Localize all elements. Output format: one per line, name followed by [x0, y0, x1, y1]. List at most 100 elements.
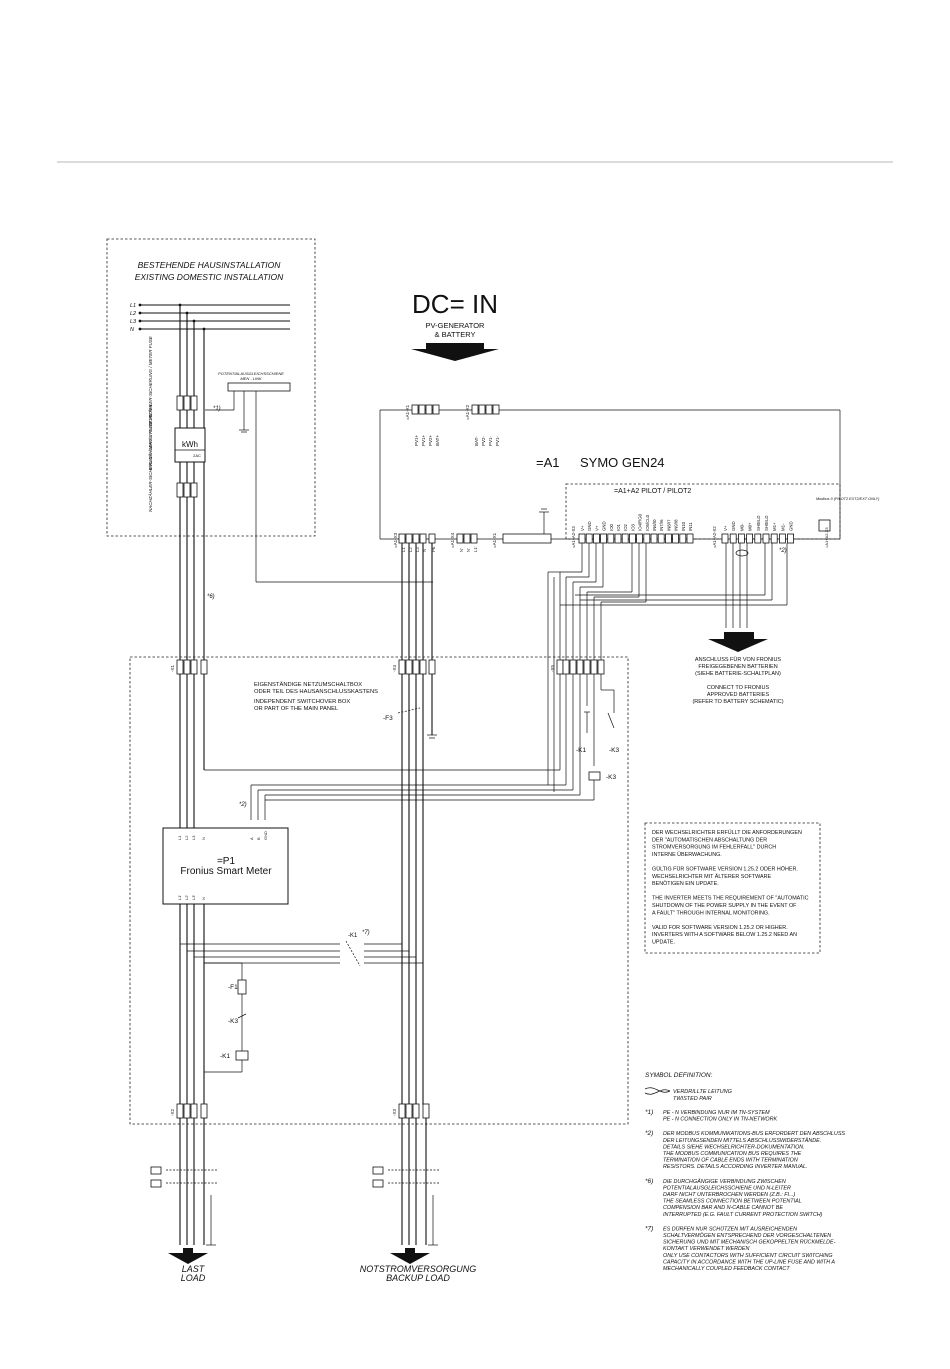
phase-label-l2: L2 — [130, 311, 136, 317]
meter-top-pin: L1 — [177, 835, 182, 840]
meter-fuse: VORZÄHLER-SICHERUNG / METER FUSE — [147, 335, 198, 425]
info-line: UPDATE. — [652, 940, 675, 946]
meter-fuse-label: VORZÄHLER-SICHERUNG / METER FUSE — [147, 335, 153, 425]
k1-contact-label: -K1 — [576, 747, 587, 754]
ac-x3-pin: N — [422, 549, 427, 552]
phase-label-n: N — [130, 327, 134, 333]
meter-top-pin: N — [201, 837, 206, 840]
dc-arrow — [411, 343, 499, 361]
meter-sub-label: 2AC — [193, 453, 201, 458]
terminal-x3-label: -X3 — [392, 1109, 397, 1117]
meter-bottom-pin: L2' — [184, 895, 189, 900]
phase-label-l3: L3 — [130, 319, 137, 325]
inverter-label: =A1 — [536, 455, 560, 470]
phase-label-l1: L1 — [130, 303, 136, 309]
io-label: =A1+A2-X3 — [571, 526, 576, 548]
io-terminal — [665, 533, 672, 544]
inverter-model: SYMO GEN24 — [580, 455, 665, 470]
mains-to-meter: *2) — [179, 674, 581, 828]
info-line: WECHSELRICHTER MIT ÄLTERER SOFTWARE — [652, 873, 772, 880]
io-terminal — [643, 533, 651, 544]
dc-x2-label: =A1-X2 — [465, 404, 470, 420]
dc-sub1: PV-GENERATOR — [426, 321, 485, 330]
info-line: INVERTERS WITH A SOFTWARE BELOW 1.25.2 N… — [652, 932, 797, 938]
info-line: SHUTDOWN OF THE POWER SUPPLY IN THE EVEN… — [652, 903, 797, 909]
legend-note-line: DIE DURCHGÄNGIGE VERBINDUNG ZWISCHEN — [663, 1178, 786, 1185]
dc-x1-pin: PV2+ — [428, 434, 433, 446]
ac-x4-label: =A1-X4 — [450, 532, 455, 548]
pe-terminal-bar — [502, 533, 552, 544]
legend-note-line: SCHALTVERMÖGEN ENTSPRECHEND DER VORGESCH… — [663, 1232, 831, 1239]
ac-x3-terminals: L1 L2 L3 N PE — [398, 533, 436, 552]
modbus-pin-label: M1- — [780, 523, 785, 531]
dc-x1-terminals: PV1+ PV1+ PV2+ BAT+ — [411, 404, 440, 446]
modbus-terminal — [729, 533, 737, 544]
legend-note-ref: *1) — [645, 1109, 653, 1116]
io-terminal — [600, 533, 607, 544]
note1-ref: *1) — [213, 406, 221, 412]
ac-x4-terminals: N' N' L1' — [456, 533, 478, 552]
legend-note-line: DER MODBUS KOMMUNIKATIONS-BUS ERFORDERT … — [663, 1131, 845, 1137]
k1-k3-contacts: -K1 -K3 -K3 — [265, 674, 620, 801]
terminal-x3: -X3 — [392, 1103, 430, 1119]
info-box — [644, 822, 821, 954]
io-pin-label: IN6/I0 — [652, 519, 657, 531]
modbus-terminal — [738, 533, 745, 544]
modbus-pin-label: M0+ — [748, 522, 753, 531]
load-output: LAST LOAD — [150, 1118, 218, 1283]
info-line: STROMVERSORGUNG IM FEHLERFALL" DURCH — [652, 845, 776, 851]
inverter-ac-lines — [401, 543, 433, 665]
dc-x1-pin: BAT+ — [435, 435, 440, 446]
pilot-board — [565, 483, 841, 540]
io-pin-label: IN7/I6 — [659, 519, 664, 531]
modbus-terminal — [762, 533, 770, 544]
info-line: THE INVERTER MEETS THE REQUIREMENT OF "A… — [652, 896, 809, 902]
switchbox-en2: OR PART OF THE MAIN PANEL — [254, 706, 339, 712]
dc-x1-pin: PV1+ — [421, 434, 426, 446]
io-pin-label: IN11 — [688, 522, 693, 531]
io-pin-label: GND — [587, 521, 592, 531]
ac-x3-pin: L3 — [415, 547, 420, 552]
battery-en1: CONNECT TO FRONIUS — [707, 685, 770, 691]
switchbox-de2: ODER TEIL DES HAUSANSCHLUSSKASTENS — [254, 689, 378, 695]
terminal-x1: -X1 — [170, 659, 208, 675]
mains-fuse: NACHZÄHLER-SICHERUNG / MAINS FUSE — [147, 421, 198, 512]
ac-x3-pin: PE — [431, 546, 436, 552]
io-pin-label: IO5/CL0 — [645, 514, 650, 531]
kwh-label: kWh — [182, 440, 198, 449]
legend-note-line: POTENTIALAUSGLEICHSSCHIENE UND N-LEITER — [663, 1185, 791, 1191]
legend-note-line: TERMINATION OF CABLE ENDS WITH TERMINATI… — [663, 1158, 798, 1164]
battery-de1: ANSCHLUSS FÜR VON FRONIUS — [695, 656, 782, 663]
modbus-pin-label: V+ — [723, 525, 728, 531]
info-line: A FAULT" THROUGH INTERNAL MONITORING. — [652, 910, 770, 916]
backup-de: NOTSTROMVERSORGUNG — [360, 1264, 477, 1274]
backup-en: BACKUP LOAD — [386, 1273, 450, 1283]
battery-arrow — [708, 632, 768, 652]
modbus-pin-label: GND — [789, 521, 794, 531]
io-terminal — [593, 533, 600, 544]
dc-x2-pin: PV2- — [481, 435, 486, 446]
inverter-note2-ref: *2) — [779, 548, 787, 554]
io-pin-label: IN9/I8 — [674, 519, 679, 531]
io-pin-label: IO0 — [609, 523, 614, 531]
legend-note-line: COMPENSION BAR AND N-CABLE CANNOT BE — [663, 1205, 783, 1211]
modbus-pin-label: M1+ — [772, 522, 777, 531]
legend-note-line: INTERRUPTED (E.G. FAULT CURRENT PROTECTI… — [663, 1212, 823, 1218]
io-terminal — [621, 533, 629, 544]
io-pin-label: IO1 — [616, 523, 621, 531]
legend-note-ref: *2) — [645, 1130, 653, 1137]
inverter: =A1 SYMO GEN24 =A1-X1 PV1+ PV1+ PV2+ BAT… — [379, 404, 880, 554]
k1b-label: -K1 — [220, 1053, 231, 1060]
utility-meter-label: EVU-ZÄHLER / UTILITY METER — [147, 403, 153, 470]
domestic-installation-frame — [106, 238, 316, 537]
modbus-pin-label: SHIELD — [756, 515, 761, 531]
legend-note-line: THE SEAMLESS CONNECTION BETWEEN POTENTIA… — [663, 1199, 802, 1205]
io-terminal — [686, 533, 694, 544]
modbus-terminal — [787, 533, 794, 544]
pe-bar-label: =A1-X1 — [492, 532, 497, 548]
meter-bottom-pin: L1' — [177, 895, 182, 900]
info-line: INTERNE ÜBERWACHUNG. — [652, 851, 722, 858]
io-terminal — [607, 533, 615, 544]
terminal-x2: -X2 — [170, 1103, 208, 1119]
